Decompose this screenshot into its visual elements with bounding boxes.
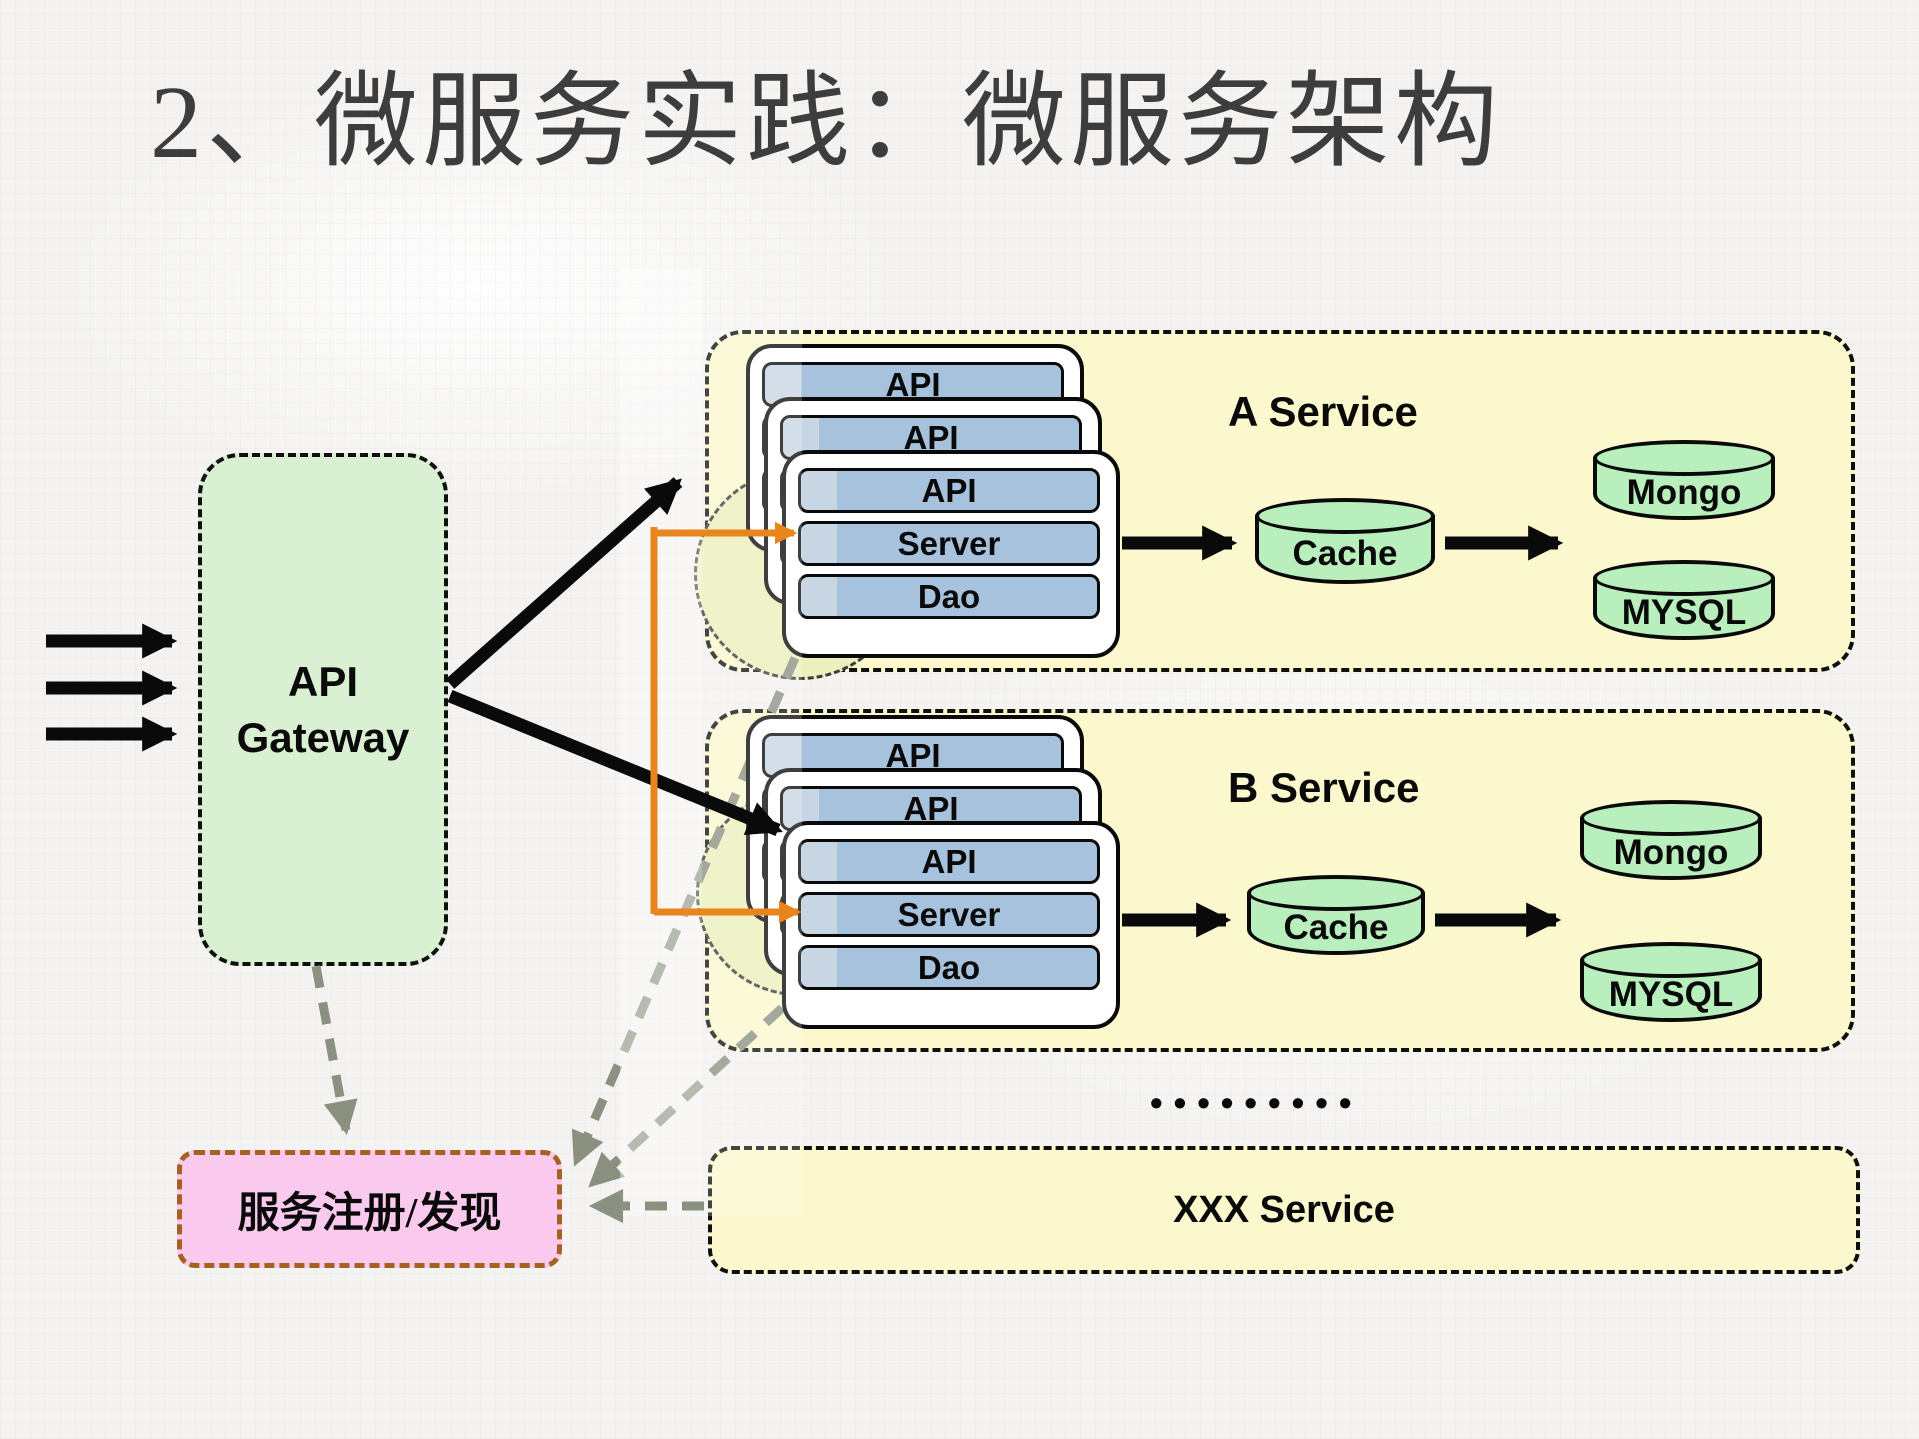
api-gateway-label-line1: API <box>287 658 358 706</box>
more-services-ellipsis: ••••••••• <box>1150 1082 1363 1123</box>
dao-layer-bar: Dao <box>798 945 1100 990</box>
dao-layer-bar: Dao <box>798 574 1100 619</box>
service-b-instance-card-front: API Server Dao <box>782 821 1120 1029</box>
service-a-mongo-cylinder: Mongo <box>1593 440 1775 520</box>
mysql-label: MYSQL <box>1608 975 1734 1014</box>
server-layer-bar: Server <box>798 892 1100 937</box>
cylinder-top-ellipse <box>1255 498 1435 534</box>
gateway-to-service-a-arrow <box>445 477 683 689</box>
service-b-label: B Service <box>1228 764 1420 811</box>
slide-title: 2、微服务实践：微服务架构 <box>150 65 1503 180</box>
cache-label: Cache <box>1283 908 1389 947</box>
mongo-label: Mongo <box>1626 473 1742 512</box>
api-gateway-box: API Gateway <box>198 453 448 966</box>
xxx-service-label: XXX Service <box>1173 1188 1395 1231</box>
service-b-cache-cylinder: Cache <box>1247 875 1425 955</box>
mongo-label: Mongo <box>1613 833 1729 872</box>
mysql-label: MYSQL <box>1621 593 1747 632</box>
gateway-to-registry-dashed-arrow <box>311 965 358 1136</box>
cache-label: Cache <box>1292 534 1398 573</box>
api-layer-bar: API <box>798 839 1100 884</box>
cylinder-top-ellipse <box>1247 875 1425 911</box>
service-b-mysql-cylinder: MYSQL <box>1580 942 1762 1022</box>
gateway-to-service-b-arrow <box>447 689 783 837</box>
service-b-mongo-cylinder: Mongo <box>1580 800 1762 880</box>
server-layer-bar: Server <box>798 521 1100 566</box>
service-a-label: A Service <box>1228 388 1418 435</box>
service-a-mysql-cylinder: MYSQL <box>1593 560 1775 640</box>
service-a-cache-cylinder: Cache <box>1255 498 1435 584</box>
service-a-instance-card-front: API Server Dao <box>782 450 1120 658</box>
cylinder-top-ellipse <box>1593 560 1775 596</box>
api-gateway-label-line2: Gateway <box>236 713 410 761</box>
service-registry-box: 服务注册/发现 <box>177 1150 562 1268</box>
service-registry-label: 服务注册/发现 <box>237 1190 502 1237</box>
cylinder-top-ellipse <box>1580 942 1762 978</box>
api-layer-bar: API <box>798 468 1100 513</box>
cylinder-top-ellipse <box>1593 440 1775 476</box>
cylinder-top-ellipse <box>1580 800 1762 836</box>
xxx-service-box: XXX Service <box>708 1146 1860 1274</box>
service-b-to-registry-dashed-arrow <box>588 1004 786 1188</box>
